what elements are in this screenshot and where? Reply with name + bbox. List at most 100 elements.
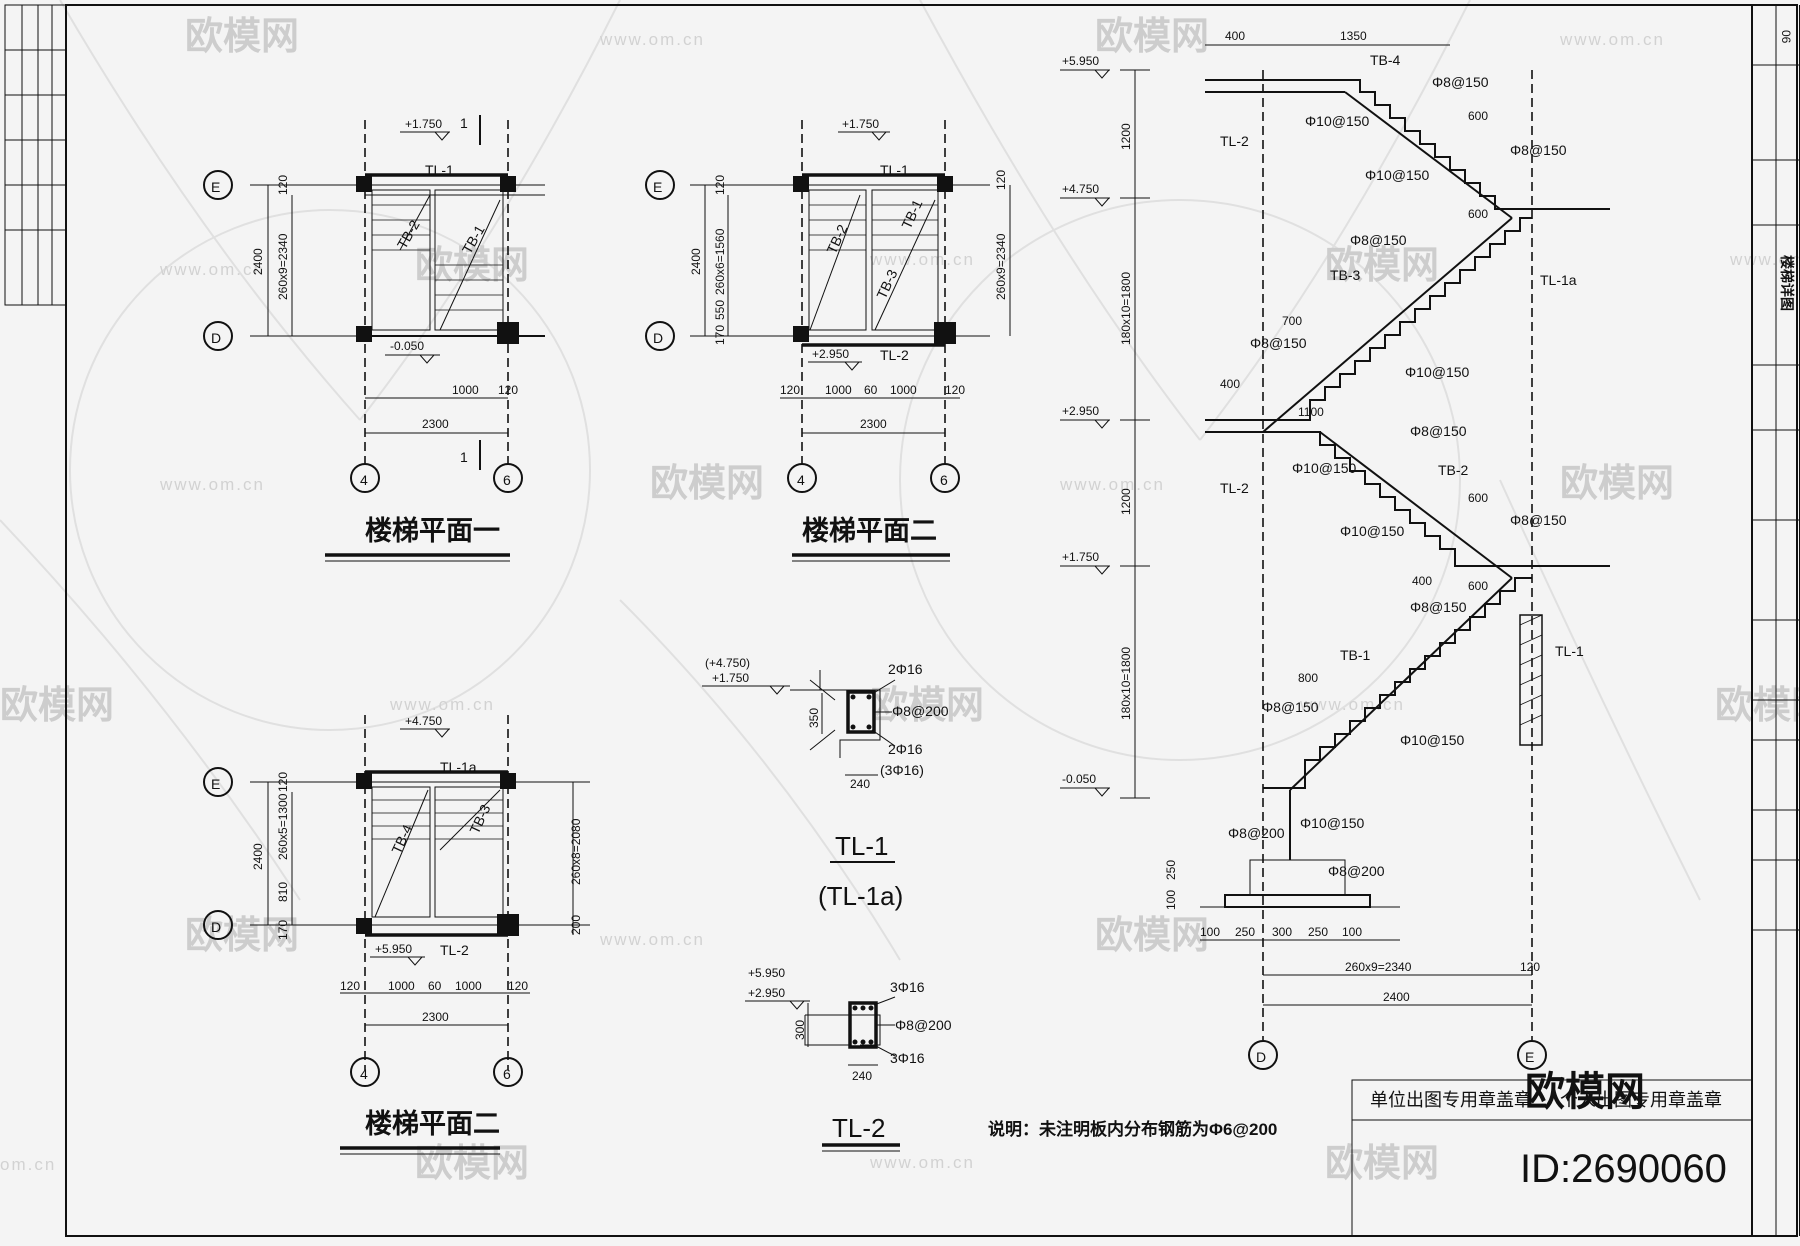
- watermark-brand: 欧模网: [1095, 915, 1209, 957]
- level-label: +4.750: [1062, 182, 1099, 196]
- drawing-name: 楼梯详图: [1779, 255, 1795, 311]
- watermark-url: www.om.cn: [389, 695, 495, 714]
- axis-bubble: [493, 463, 523, 493]
- dim-text: 600: [1468, 579, 1488, 593]
- watermark-brand: 欧模网: [0, 685, 114, 727]
- dim-text: 2400: [1383, 990, 1410, 1004]
- section-subtitle: (TL-1a): [818, 881, 903, 911]
- rebar-label: Φ8@150: [1350, 232, 1407, 248]
- rebar-label: 3Φ16: [890, 979, 925, 995]
- rebar-label: 2Φ16: [888, 741, 923, 757]
- plan-title: 楼梯平面二: [365, 1109, 500, 1139]
- rebar-label: Φ8@200: [1328, 863, 1385, 879]
- flight-label: TB-3: [1330, 267, 1361, 283]
- level-label: -0.050: [1062, 772, 1096, 786]
- level-marks: +5.950 +4.750 +2.950 +1.750 -0.050: [1060, 54, 1110, 797]
- dim-text: 120: [945, 383, 965, 397]
- dim-text: 800: [1298, 671, 1318, 685]
- dim-text: 120: [713, 175, 727, 195]
- axis-label: E: [211, 179, 220, 195]
- dim-text: 100: [1164, 890, 1178, 910]
- watermark-url: www.om.cn: [599, 30, 705, 49]
- dim-text: 2400: [251, 843, 265, 870]
- rebar-label: 2Φ16: [888, 661, 923, 677]
- dim-text: 100: [1342, 925, 1362, 939]
- dim-text: 810: [276, 882, 290, 902]
- plan-3: TB-4 TB-3 TL-1a TL-2 +4.750 +5.950 2400 …: [203, 714, 590, 1155]
- watermark-brand: 欧模网: [1325, 245, 1439, 287]
- section-mark: 1: [460, 115, 468, 131]
- watermark-url: www.om.cn: [1299, 695, 1405, 714]
- dim-text: 1000: [825, 383, 852, 397]
- watermark-url: www.om.cn: [599, 930, 705, 949]
- dim-text: 120: [498, 383, 518, 397]
- dim-text: 260x9=2340: [276, 233, 290, 300]
- watermark-brand: 欧模网: [1095, 16, 1209, 58]
- axis-label: E: [1525, 1049, 1534, 1065]
- section-title: TL-1: [835, 831, 888, 861]
- axis-bubble: [203, 321, 233, 351]
- beam-label: TL-1a: [1540, 272, 1577, 288]
- flight-tb-2: TB-2: [1263, 431, 1610, 579]
- beam-label: TL-1: [880, 162, 909, 178]
- watermark-id: ID:2690060: [1520, 1147, 1727, 1191]
- rebar-label: Φ10@150: [1292, 460, 1357, 476]
- level-label: +2.950: [748, 986, 785, 1000]
- axis-bubble: [787, 463, 817, 493]
- rebar-label: Φ8@150: [1410, 599, 1467, 615]
- dim-text: 700: [1282, 314, 1302, 328]
- axis-bubble: [1517, 1040, 1547, 1070]
- dim-text: 250: [1308, 925, 1328, 939]
- watermark-brand: 欧模网: [415, 1143, 529, 1185]
- flight-label: TB-2: [1438, 462, 1469, 478]
- watermark-url: om.cn: [0, 1155, 56, 1174]
- dim-text: 1000: [452, 383, 479, 397]
- axis-label: D: [211, 919, 221, 935]
- dim-text: 120: [1520, 960, 1540, 974]
- dim-text: 120: [276, 175, 290, 195]
- dim-text: 120: [276, 772, 290, 792]
- dim-text: 260x5=1300: [276, 793, 290, 860]
- stamp-label-tail: 个人出图专用章盖章: [1560, 1090, 1722, 1110]
- beam-label: TL-2: [1220, 133, 1249, 149]
- rebar-label: Φ8@150: [1262, 699, 1319, 715]
- section-title: TL-2: [832, 1113, 885, 1143]
- axis-label: 6: [940, 472, 948, 488]
- axis-label: 4: [360, 472, 368, 488]
- watermark-url: www.om.cn: [159, 260, 265, 279]
- axis-bubble: [350, 463, 380, 493]
- flight-label: TB-3: [466, 802, 493, 836]
- rebar-label: Φ8@150: [1250, 335, 1307, 351]
- dim-text: 180x10=1800: [1119, 647, 1133, 720]
- dim-text: 1200: [1119, 123, 1133, 150]
- flight-label: TB-1: [1340, 647, 1371, 663]
- level-label: +1.750: [405, 117, 442, 131]
- dim-text: 250: [1235, 925, 1255, 939]
- watermark-brand: 欧模网: [1325, 1143, 1439, 1185]
- rebar-label: Φ8@200: [892, 703, 949, 719]
- level-label: +5.950: [375, 942, 412, 956]
- rebar-label: Φ10@150: [1305, 113, 1370, 129]
- dim-text: 180x10=1800: [1119, 272, 1133, 345]
- dim-text: 300: [1272, 925, 1292, 939]
- axis-bubble: [645, 170, 675, 200]
- rebar-label: Φ10@150: [1400, 732, 1465, 748]
- flight-tb-3: TB-3: [1205, 217, 1532, 433]
- section-tl-2: +5.950 +2.950 300 240 3Φ16 Φ8@200 3Φ16 T…: [745, 966, 952, 1152]
- beam-label: TL-1: [425, 162, 454, 178]
- dim-text: 400: [1225, 29, 1245, 43]
- axis-bubble: [203, 170, 233, 200]
- dim-text: 2300: [422, 417, 449, 431]
- level-label: +2.950: [1062, 404, 1099, 418]
- axis-label: 4: [797, 472, 805, 488]
- dim-text: 60: [864, 383, 878, 397]
- dim-text: 600: [1468, 491, 1488, 505]
- watermark-brand: 欧模网: [1560, 463, 1674, 505]
- dim-text: 1350: [1340, 29, 1367, 43]
- axis-bubble: [203, 767, 233, 797]
- dim-text: 550: [713, 300, 727, 320]
- axis-bubble: [350, 1057, 380, 1087]
- dim-text: 170: [276, 920, 290, 940]
- general-note: 说明：未注明板内分布钢筋为Φ6@200: [988, 1119, 1277, 1139]
- plan-title: 楼梯平面一: [365, 516, 500, 546]
